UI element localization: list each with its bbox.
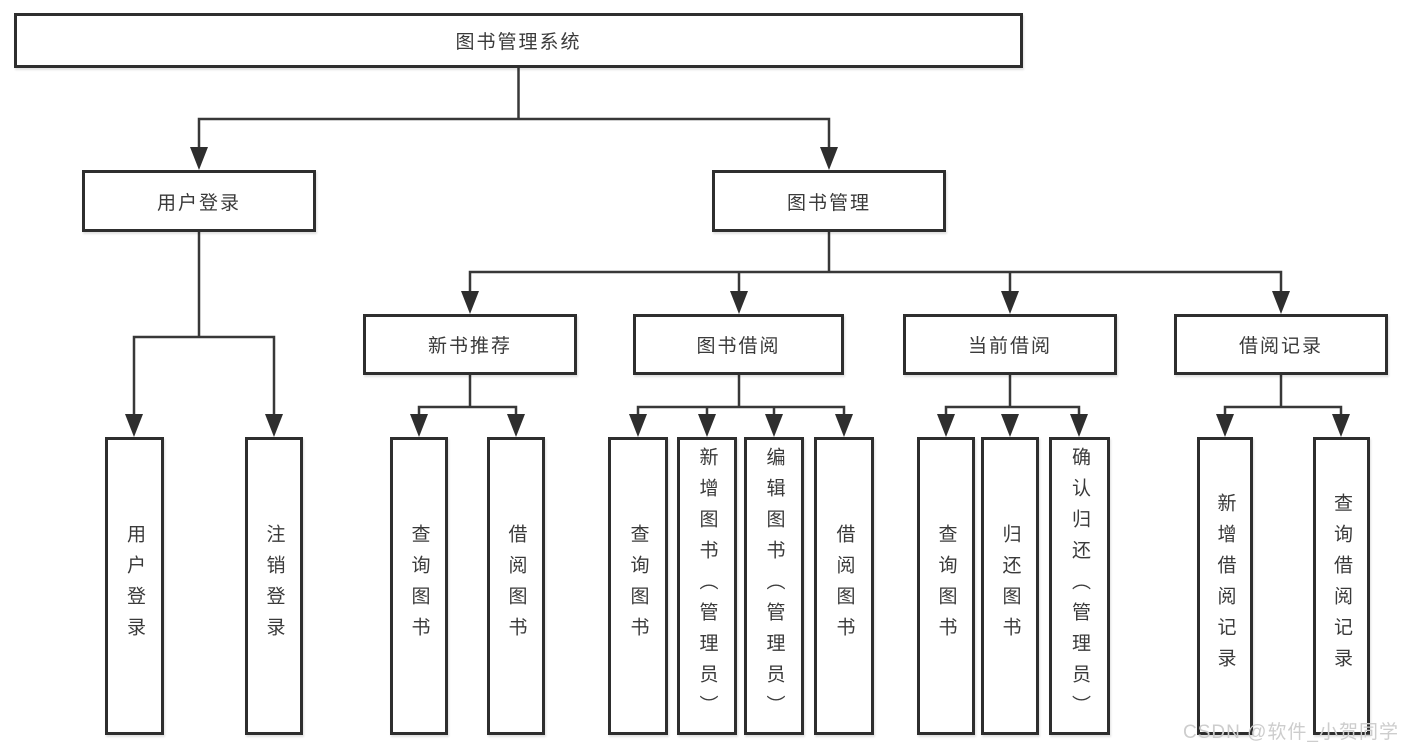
node-current-borrow: 当前借阅: [903, 314, 1117, 375]
node-label: 查询图书: [408, 524, 430, 648]
node-borrow-record: 借阅记录: [1174, 314, 1388, 375]
leaf-borrow-books-recommend: 借阅图书: [487, 437, 545, 735]
node-label: 查询借阅记录: [1331, 493, 1352, 679]
arrowheads: [125, 147, 1350, 437]
leaf-return-books: 归还图书: [981, 437, 1039, 735]
node-label: 查询图书: [935, 524, 957, 648]
node-user-login: 用户登录: [82, 170, 316, 232]
leaf-edit-books-admin: 编辑图书（管理员）: [744, 437, 804, 735]
leaf-query-books-borrow: 查询图书: [608, 437, 668, 735]
node-label: 归还图书: [999, 524, 1021, 648]
leaf-user-login: 用户登录: [105, 437, 164, 735]
node-new-book-recommend: 新书推荐: [363, 314, 577, 375]
leaf-logout: 注销登录: [245, 437, 303, 735]
node-book-borrow: 图书借阅: [633, 314, 844, 375]
node-book-management: 图书管理: [712, 170, 946, 232]
node-label: 查询图书: [627, 524, 649, 648]
node-label: 图书管理系统: [455, 32, 582, 53]
node-label: 借阅图书: [833, 524, 855, 648]
node-label: 借阅记录: [1238, 336, 1323, 357]
node-label: 新增图书（管理员）: [696, 446, 718, 726]
node-label: 图书管理: [786, 192, 871, 214]
node-label: 新增借阅记录: [1214, 493, 1236, 679]
leaf-query-borrow-record: 查询借阅记录: [1313, 437, 1370, 735]
node-label: 借阅图书: [505, 524, 527, 648]
node-label: 确认归还（管理员）: [1069, 446, 1090, 726]
node-label: 用户登录: [124, 524, 145, 648]
leaf-add-borrow-record: 新增借阅记录: [1197, 437, 1253, 735]
node-label: 用户登录: [156, 192, 241, 214]
node-label: 图书借阅: [696, 336, 781, 357]
node-label: 新书推荐: [427, 336, 512, 357]
node-label: 注销登录: [263, 524, 285, 648]
leaf-borrow-books: 借阅图书: [814, 437, 874, 735]
node-label: 当前借阅: [967, 336, 1052, 357]
node-library-management-system: 图书管理系统: [14, 13, 1023, 68]
leaf-confirm-return-admin: 确认归还（管理员）: [1049, 437, 1110, 735]
leaf-add-books-admin: 新增图书（管理员）: [677, 437, 737, 735]
leaf-query-books-recommend: 查询图书: [390, 437, 448, 735]
leaf-query-books-current: 查询图书: [917, 437, 975, 735]
node-label: 编辑图书（管理员）: [763, 446, 785, 726]
csdn-watermark: CSDN @软件_小贺同学: [1183, 722, 1399, 743]
